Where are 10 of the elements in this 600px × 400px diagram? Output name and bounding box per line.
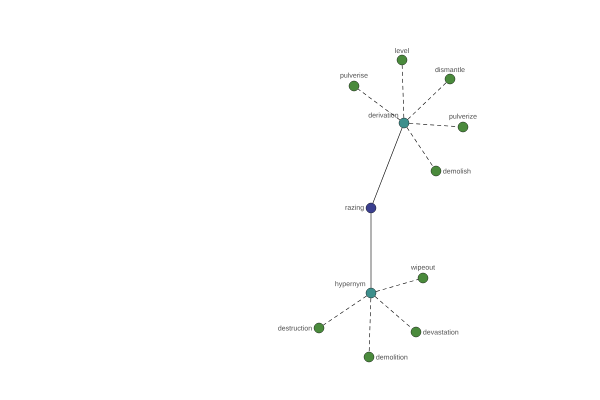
connector-line <box>402 64 404 118</box>
connector-line <box>323 296 367 326</box>
connector-line <box>372 128 402 204</box>
connector-line <box>407 82 447 120</box>
connector-line <box>358 88 400 120</box>
connector-line <box>374 296 412 329</box>
connector-line <box>406 127 434 167</box>
connector-line <box>376 279 418 292</box>
connector-line <box>368 298 372 352</box>
connector-line <box>370 212 372 288</box>
